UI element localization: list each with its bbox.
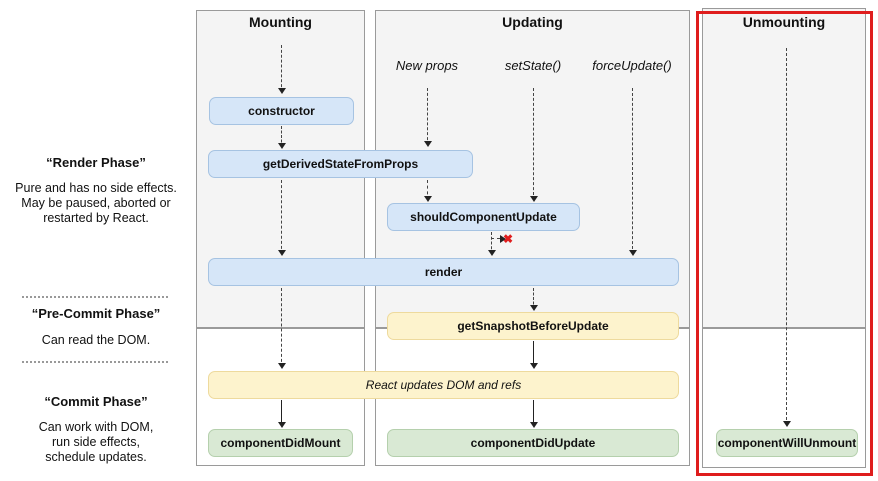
phase-separator: [22, 361, 168, 363]
arrow-setstate-to-shouldcomponentupdate: [529, 88, 538, 202]
arrow-getsnapshot-to-reactupdates: [529, 341, 538, 369]
node-react-updates-dom: React updates DOM and refs: [208, 371, 679, 399]
arrow-mounting-to-constructor: [277, 45, 286, 94]
column-title-updating: Updating: [502, 14, 563, 30]
arrow-shouldcomponentupdate-to-render: [487, 232, 496, 256]
commit-phase-title: “Commit Phase”: [44, 394, 148, 409]
commit-phase-desc-line: Can work with DOM,: [38, 420, 154, 434]
render-phase-desc-line: Pure and has no side effects.: [15, 181, 177, 195]
unmounting-column-render-section: [702, 8, 866, 328]
pre-commit-phase-title: “Pre-Commit Phase”: [31, 306, 161, 321]
render-phase-desc-line: restarted by React.: [43, 211, 149, 225]
pre-commit-phase-desc-line: Can read the DOM.: [41, 333, 151, 347]
arrow-constructor-to-getderivedstate: [277, 126, 286, 149]
column-title-unmounting: Unmounting: [742, 14, 826, 30]
node-getderivedstatefromprops: getDerivedStateFromProps: [208, 150, 473, 178]
cancel-x-icon: ✖: [503, 232, 514, 246]
trigger-new-props: New props: [395, 58, 459, 73]
render-phase-title: “Render Phase”: [46, 155, 146, 170]
arrow-render-to-reactupdates: [277, 288, 286, 369]
arrow-shouldcomponentupdate-cancel: [491, 234, 506, 243]
node-componentwillunmount: componentWillUnmount: [716, 429, 858, 457]
commit-phase-desc-line: run side effects,: [51, 435, 140, 449]
arrow-unmounting-to-componentwillunmount: [782, 48, 791, 427]
arrow-reactupdates-to-componentdidupdate: [529, 400, 538, 428]
arrow-forceupdate-to-render: [628, 88, 637, 256]
arrow-getderivedstate-to-shouldcomponentupdate: [423, 180, 432, 202]
node-shouldcomponentupdate: shouldComponentUpdate: [387, 203, 580, 231]
node-constructor: constructor: [209, 97, 354, 125]
arrow-getderivedstate-to-render: [277, 180, 286, 256]
arrow-reactupdates-to-componentdidmount: [277, 400, 286, 428]
phase-separator: [22, 296, 168, 298]
trigger-force-update: forceUpdate(): [592, 58, 672, 73]
node-getsnapshotbeforeupdate: getSnapshotBeforeUpdate: [387, 312, 679, 340]
node-componentdidmount: componentDidMount: [208, 429, 353, 457]
trigger-set-state: setState(): [504, 58, 562, 73]
node-render: render: [208, 258, 679, 286]
render-phase-desc-line: May be paused, aborted or: [21, 196, 171, 210]
column-title-mounting: Mounting: [249, 14, 312, 30]
node-componentdidupdate: componentDidUpdate: [387, 429, 679, 457]
arrow-render-to-getsnapshot: [529, 288, 538, 311]
commit-phase-desc-line: schedule updates.: [45, 450, 147, 464]
arrow-newprops-to-getderivedstate: [423, 88, 432, 147]
